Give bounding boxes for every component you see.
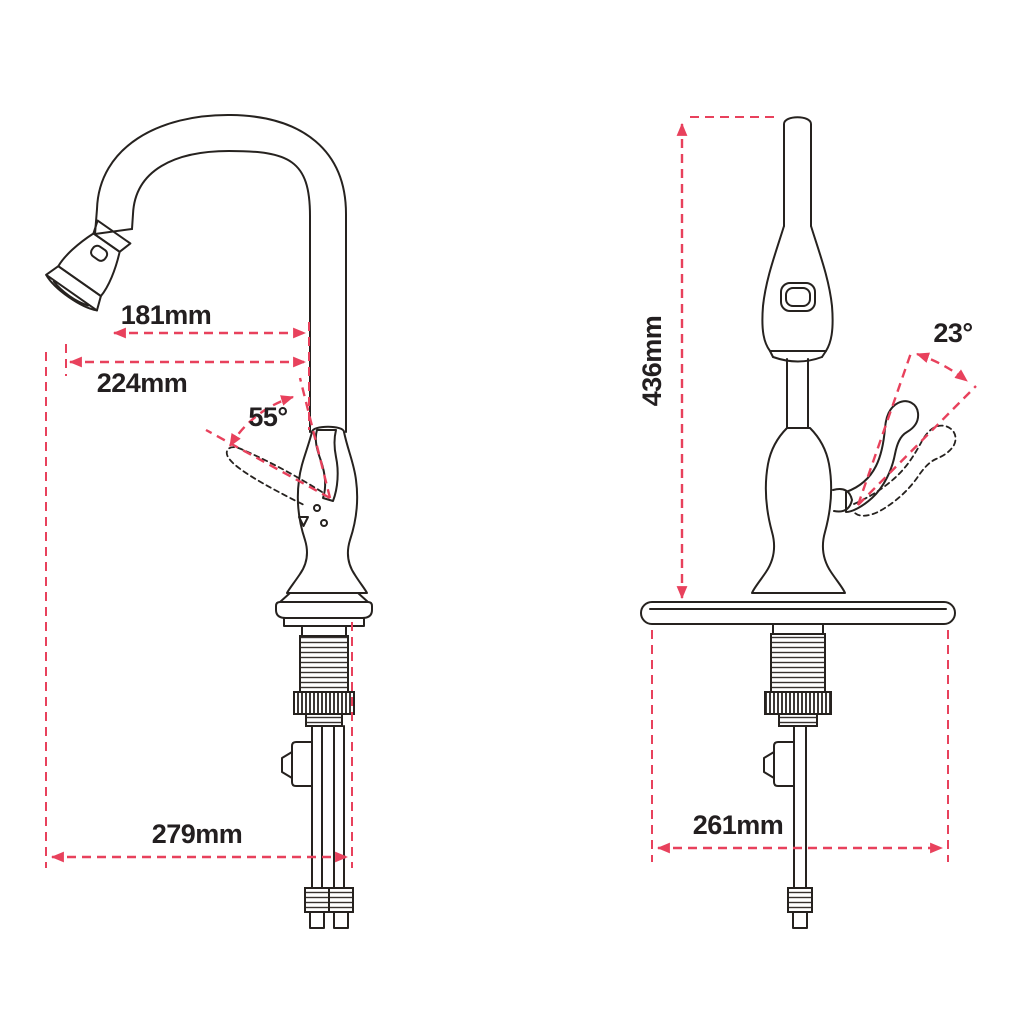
spray-head-face	[45, 273, 98, 312]
spray-face-front	[772, 356, 823, 363]
dimension-label-224: 224mm	[97, 368, 188, 398]
angle-label-55: 55°	[248, 402, 287, 432]
hose-nut	[787, 887, 813, 913]
hose-clip	[773, 741, 795, 787]
dimension-label-279: 279mm	[152, 819, 243, 849]
dimension-label-261: 261mm	[693, 810, 784, 840]
faucet-body-front	[751, 400, 957, 594]
handle-lever-solid-front	[845, 400, 920, 513]
angle-radial-line	[856, 349, 914, 506]
dimension-label-181: 181mm	[121, 300, 212, 330]
deck-plate-wide	[640, 601, 956, 625]
angle-radial-line	[205, 428, 331, 500]
hose-clip-hook	[763, 751, 775, 779]
handle-hub	[832, 488, 853, 513]
body-outline-front	[751, 427, 846, 594]
angle-arc-55	[228, 395, 295, 447]
shank-neck	[772, 623, 824, 635]
shank-threads	[770, 633, 826, 693]
dimension-handle-angle-23: 23°	[856, 318, 977, 506]
mounting-nut	[293, 691, 355, 715]
handle-lever-dashed-front	[853, 424, 957, 517]
faucet-body-side	[225, 425, 368, 594]
dimension-base-width-279: 279mm	[45, 352, 353, 868]
deck-plate	[275, 601, 373, 619]
hose-nut	[328, 887, 354, 913]
supply-hose-front	[763, 725, 813, 929]
spout-column	[761, 116, 834, 429]
shank-step	[778, 713, 818, 727]
shank-threads	[299, 635, 349, 693]
hose-nut	[304, 887, 330, 913]
angle-label-23: 23°	[933, 318, 972, 348]
body-dot-1	[313, 504, 321, 512]
supply-hoses-side	[281, 725, 354, 929]
dimension-height-436: 436mm	[637, 116, 780, 600]
shank-step	[305, 713, 343, 727]
spout-outer-curve	[94, 113, 347, 433]
mounting-nut	[764, 691, 832, 715]
angle-radial-line	[298, 377, 332, 499]
spray-button-inner	[785, 287, 811, 307]
hose-clip	[291, 741, 313, 787]
dimension-base-width-261: 261mm	[651, 630, 949, 862]
mounting-shank-front	[764, 623, 832, 727]
spout-inner-curve	[131, 150, 311, 433]
spray-head-collar	[92, 219, 132, 253]
handle-lever-dashed-position	[225, 446, 323, 507]
column-top	[783, 116, 812, 227]
angle-arc-23	[915, 352, 968, 382]
body-indicator-triangle	[298, 516, 309, 527]
deck-plate-side	[275, 592, 373, 627]
front-view-faucet	[640, 116, 957, 929]
spray-face-edge	[821, 350, 827, 358]
shank-neck	[301, 625, 347, 637]
body-dot-2	[320, 519, 328, 527]
spray-button-front	[780, 282, 816, 312]
body-outline	[286, 425, 368, 594]
deck-skirt	[279, 592, 369, 603]
spray-button	[90, 244, 109, 262]
spray-head-front	[761, 225, 834, 352]
deck-plate-front	[640, 601, 956, 625]
dimension-handle-angle-55: 55°	[205, 377, 332, 500]
spray-face-edge	[769, 350, 774, 358]
hose-tip	[333, 911, 349, 929]
dimension-label-436: 436mm	[637, 316, 667, 407]
dimension-spout-reach-224: 224mm	[65, 344, 307, 398]
dimension-spout-reach-181: 181mm	[112, 300, 310, 430]
angle-radial-line	[857, 385, 977, 506]
spray-head-face-inner	[52, 280, 90, 307]
spray-head-body	[57, 232, 121, 298]
side-view-faucet	[45, 113, 373, 929]
hose-tip	[792, 911, 808, 929]
mounting-shank-side	[293, 625, 355, 727]
spray-head	[45, 219, 132, 312]
hose-clip-hook	[281, 751, 293, 779]
hose-tip	[309, 911, 325, 929]
